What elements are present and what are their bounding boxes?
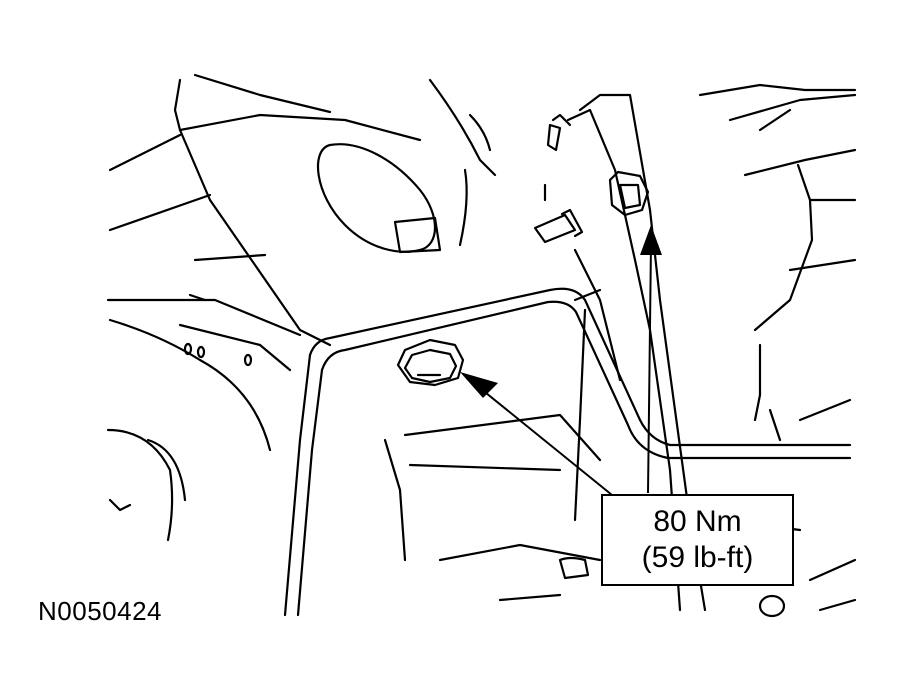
torque-imperial: (59 lb-ft) [641,541,754,574]
upper-left-frame [173,78,332,347]
figure-id: N0050424 [38,596,162,626]
leader-arrow-upper [640,225,662,494]
leader-arrow-center [460,372,613,496]
torque-metric: 80 Nm [653,505,742,538]
mount-bracket [308,287,852,447]
mount-bolt-upper [608,170,650,217]
oval-cutout [316,143,437,253]
mount-bolt-center [396,338,465,387]
torque-callout: 80 Nm (59 lb-ft) [601,494,794,586]
